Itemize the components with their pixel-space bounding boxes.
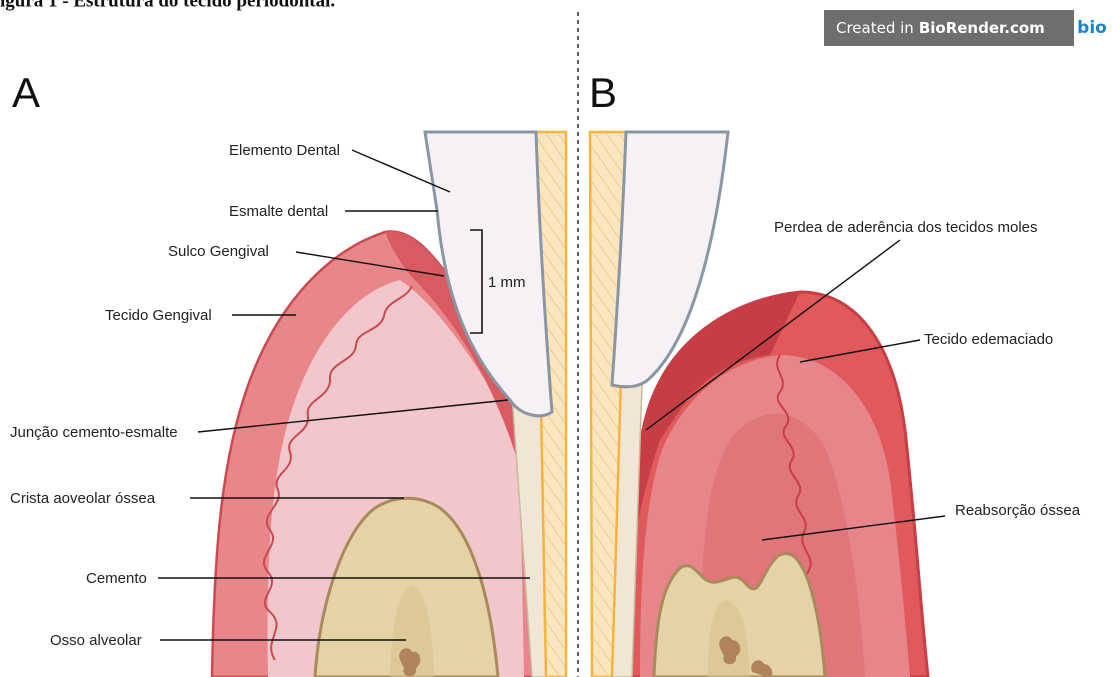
label-sulco-gengival: Sulco Gengival <box>168 243 269 260</box>
label-cemento: Cemento <box>86 570 147 587</box>
badge-brand: BioRender.com <box>914 19 1045 37</box>
label-esmalte-dental: Esmalte dental <box>229 203 328 220</box>
figure-caption: igura 1 - Estrutura do tecido periodonta… <box>0 0 335 11</box>
panel-b-illustration <box>590 132 928 677</box>
panel-label-a: A <box>12 69 40 116</box>
label-crista: Crista aoveolar óssea <box>10 490 156 507</box>
biorender-badge: Created in BioRender.com bio <box>824 10 1110 46</box>
label-juncao: Junção cemento-esmalte <box>10 424 178 441</box>
label-reabsorcao: Reabsorção óssea <box>955 502 1081 519</box>
label-edemaciado: Tecido edemaciado <box>924 331 1053 348</box>
label-osso: Osso alveolar <box>50 632 142 649</box>
label-perdea: Perdea de aderência dos tecidos moles <box>774 219 1038 236</box>
label-elemento-dental: Elemento Dental <box>229 142 340 159</box>
label-tecido-gengival: Tecido Gengival <box>105 307 212 324</box>
badge-prefix: Created in <box>824 19 914 37</box>
label-mm: 1 mm <box>488 274 526 291</box>
biorender-logo-icon: bio <box>1074 10 1110 46</box>
panel-label-b: B <box>589 69 617 116</box>
